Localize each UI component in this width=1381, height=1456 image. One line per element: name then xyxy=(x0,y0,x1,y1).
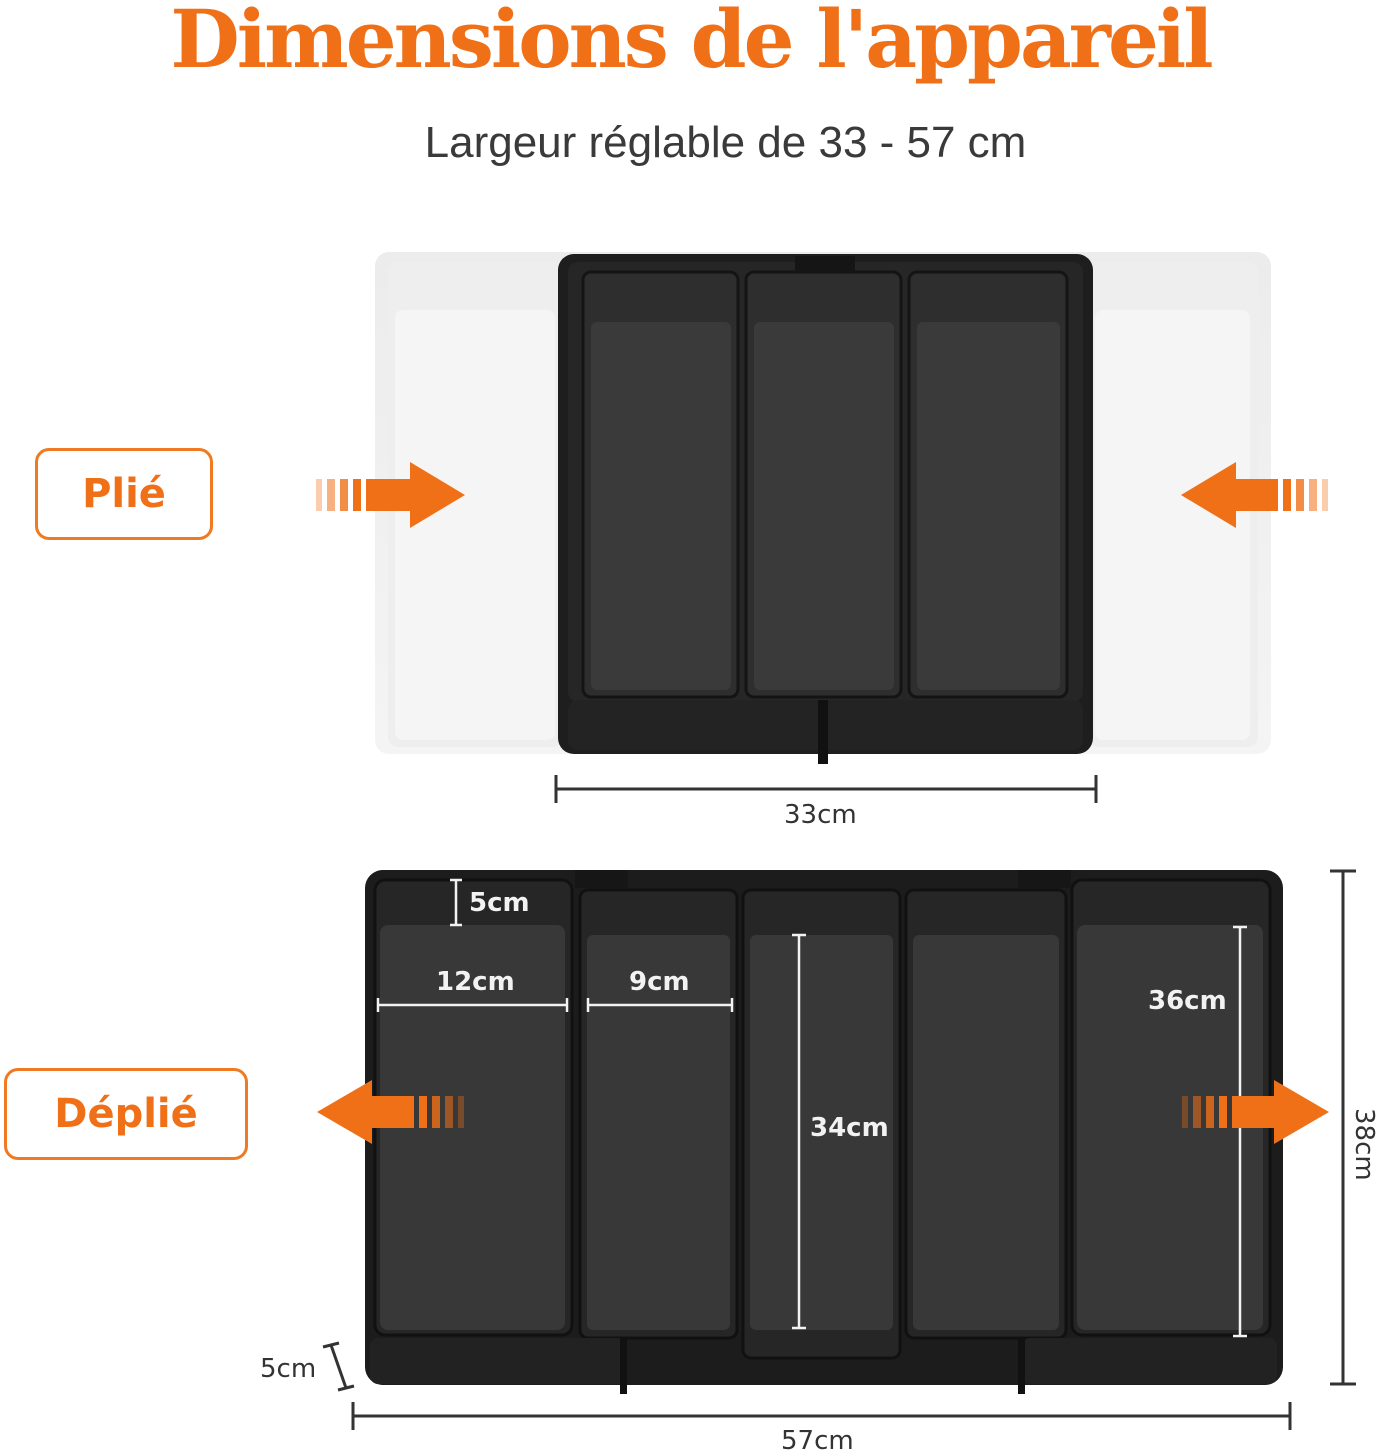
folded-tray xyxy=(375,252,1271,764)
outer-dimension-lines xyxy=(322,869,1356,1430)
page-subtitle: Largeur réglable de 33 - 57 cm xyxy=(424,118,1027,167)
middle-compartment-length-label: 34cm xyxy=(810,1113,889,1143)
unfolded-width-label: 57cm xyxy=(781,1426,854,1456)
folded-label: Plié xyxy=(35,448,213,540)
depth-label: 38cm xyxy=(1349,1108,1379,1181)
folded-width-label: 33cm xyxy=(784,800,857,830)
page-title: Dimensions de l'appareil xyxy=(170,0,1213,86)
wide-compartment-width-label: 12cm xyxy=(436,967,515,997)
arrow-right-icon xyxy=(316,462,465,528)
arrow-left-icon xyxy=(317,1080,464,1144)
unfolded-label: Déplié xyxy=(4,1068,248,1160)
folded-width-line xyxy=(554,775,1098,803)
arrow-right-icon xyxy=(1182,1080,1329,1144)
inner-dimension-lines xyxy=(376,878,1247,1338)
arrow-left-icon xyxy=(1181,462,1328,528)
inner-height-label: 5cm xyxy=(469,888,530,918)
narrow-compartment-width-label: 9cm xyxy=(629,967,690,997)
side-compartment-length-label: 36cm xyxy=(1148,986,1227,1016)
height-label: 5cm xyxy=(260,1354,317,1384)
unfolded-tray xyxy=(365,870,1283,1394)
